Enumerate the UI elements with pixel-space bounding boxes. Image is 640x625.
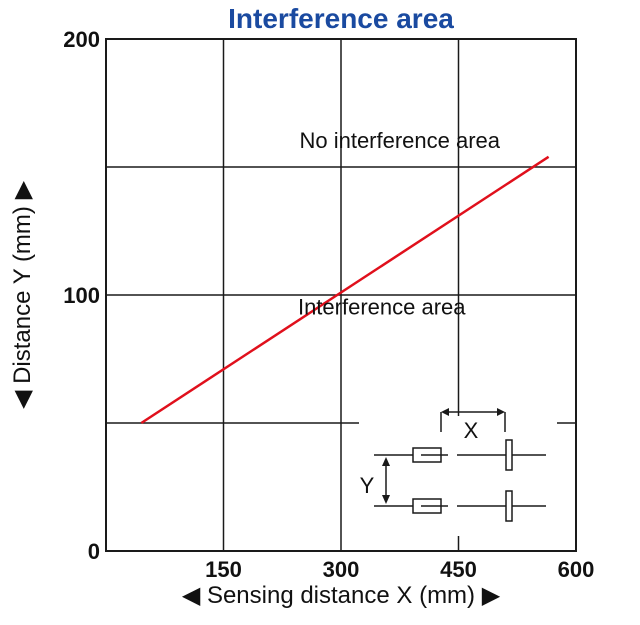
x-tick-label-150: 150 <box>205 557 242 582</box>
region-label-0: No interference area <box>299 128 500 153</box>
x-tick-label-450: 450 <box>440 557 477 582</box>
inset-background <box>359 416 557 536</box>
tick-labels: 150 300 450 600 0 100 200 <box>63 27 594 582</box>
grid <box>106 39 576 551</box>
y-dimension-arrow-bottom <box>382 495 390 504</box>
inset-x-label: X <box>464 418 479 443</box>
x-tick-label-300: 300 <box>323 557 360 582</box>
y-tick-label-100: 100 <box>63 283 100 308</box>
x-dimension-arrow-left <box>441 408 449 416</box>
series-layer <box>140 155 550 425</box>
y-dimension-arrow-top <box>382 457 390 466</box>
x-dimension-arrow-right <box>497 408 505 416</box>
sensor-diagram: X Y <box>359 408 557 536</box>
x-axis-label: ◀ Sensing distance X (mm) ▶ <box>182 582 501 609</box>
lower-receiver <box>505 490 513 522</box>
series-line-0 <box>140 155 550 425</box>
y-tick-label-200: 200 <box>63 27 100 52</box>
upper-receiver <box>505 439 513 471</box>
chart-title: Interference area <box>228 3 454 34</box>
y-axis-label: ◀ Distance Y (mm) ▶ <box>9 180 36 409</box>
plot-frame <box>105 38 577 552</box>
y-tick-label-0: 0 <box>88 539 100 564</box>
region-label-1: Interference area <box>298 295 466 320</box>
x-tick-label-600: 600 <box>558 557 595 582</box>
inset-y-label: Y <box>360 473 375 498</box>
